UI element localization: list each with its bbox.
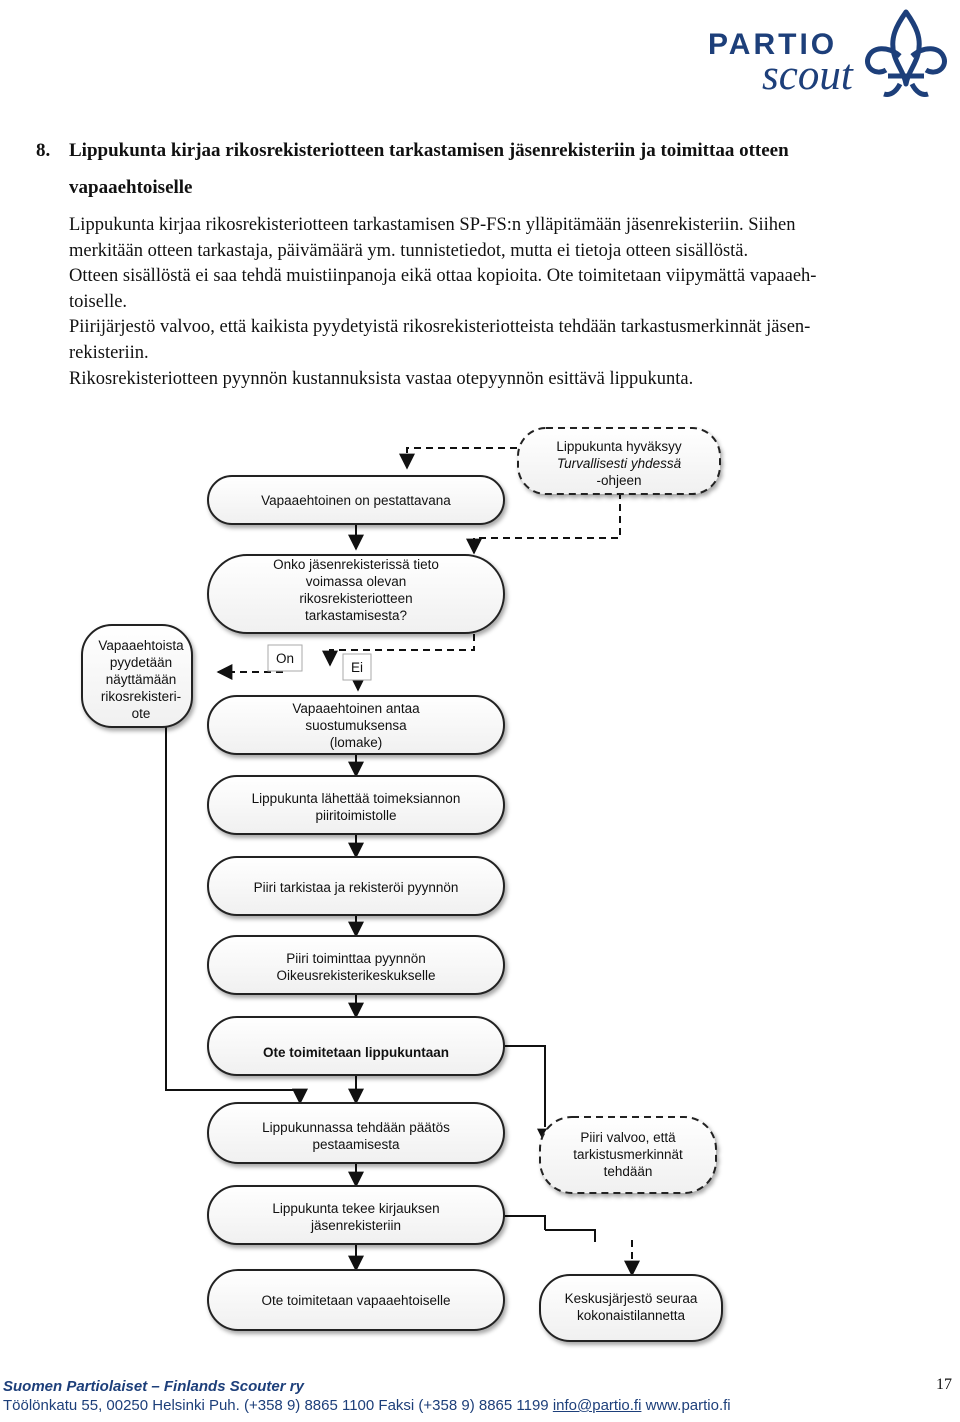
partio-scout-logo: PARTIO scout — [700, 6, 955, 101]
step-consent-line: suostumuksensa — [305, 718, 407, 733]
step-send-line: Lippukunta lähettää toimeksiannon — [252, 791, 461, 806]
decision-line: Onko jäsenrekisterissä tieto — [273, 557, 439, 572]
step-register-text: Piiri tarkistaa ja rekisteröi pyynnön — [254, 880, 459, 895]
note-request-line: Vapaaehtoista — [98, 638, 184, 653]
step-consent-line: (lomake) — [330, 735, 383, 750]
step-consent-line: Vapaaehtoinen antaa — [292, 701, 420, 716]
note-request-box — [81, 624, 193, 728]
note-approval-line: -ohjeen — [596, 473, 641, 488]
step-record-box — [207, 1185, 505, 1245]
note-approval-line: Turvallisesti yhdessä — [557, 456, 682, 471]
decision-line: rikosrekisteriotteen — [299, 591, 412, 606]
decision-line: voimassa olevan — [306, 574, 407, 589]
footer-address: Töölönkatu 55, 00250 Helsinki Puh. (+358… — [3, 1397, 549, 1414]
step-register-box — [207, 856, 505, 916]
connector — [500, 1215, 546, 1230]
logo-partio-text: PARTIO — [708, 28, 838, 61]
note-district-line: tehdään — [604, 1164, 653, 1179]
footer-email-link[interactable]: info@partio.fi — [552, 1397, 642, 1414]
body-text: Lippukunta kirjaa rikosrekisteriotteen t… — [69, 213, 954, 392]
step-decision-line: Lippukunnassa tehdään päätös — [262, 1120, 450, 1135]
label-no-box — [342, 653, 372, 681]
step-delivered-box — [207, 1016, 505, 1076]
label-no: Ei — [351, 660, 363, 675]
step-send-line: piiritoimistolle — [315, 808, 396, 823]
body-line: Lippukunta kirjaa rikosrekisteriotteen t… — [69, 215, 796, 235]
connector — [165, 726, 308, 1105]
step-delivered-text: Ote toimitetaan lippukuntaan — [263, 1045, 449, 1060]
section-number: 8. — [36, 140, 51, 161]
page-number: 17 — [936, 1376, 952, 1393]
step-record-line: jäsenrekisteriin — [310, 1218, 401, 1233]
section-title-line-2: vapaaehtoiselle — [69, 177, 193, 198]
dashed-connector — [399, 447, 517, 470]
note-central-line: kokonaistilannetta — [577, 1308, 686, 1323]
page-footer: Suomen Partiolaiset – Finlands Scouter r… — [3, 1378, 731, 1414]
step-forward-line: Oikeusrekisterikeskukselle — [276, 968, 435, 983]
footer-org: Suomen Partiolaiset – Finlands Scouter r… — [3, 1378, 304, 1395]
body-line: Rikosrekisteriotteen pyynnön kustannuksi… — [69, 368, 694, 389]
process-flowchart: Lippukunta hyväksyy Turvallisesti yhdess… — [81, 427, 723, 1342]
body-line: rekisteriin. — [69, 342, 149, 363]
step-final-text: Ote toimitetaan vapaaehtoiselle — [261, 1293, 450, 1308]
step-pestattavana-text: Vapaaehtoinen on pestattavana — [261, 493, 451, 508]
decision-line: tarkastamisesta? — [305, 608, 407, 623]
note-central-box — [539, 1274, 723, 1342]
footer-address-line: Töölönkatu 55, 00250 Helsinki Puh. (+358… — [3, 1397, 731, 1414]
step-record-line: Lippukunta tekee kirjauksen — [272, 1201, 439, 1216]
connector — [545, 1229, 596, 1242]
body-line: Otteen sisällöstä ei saa tehdä muistiinp… — [69, 266, 817, 287]
body-line: merkitään otteen tarkastaja, päivämäärä … — [69, 240, 749, 261]
step-pestattavana-box — [207, 475, 505, 525]
step-decision-line: pestaamisesta — [312, 1137, 400, 1152]
connector — [500, 1045, 546, 1120]
label-yes-box — [267, 644, 303, 672]
decision-box — [207, 554, 505, 634]
label-yes: On — [276, 651, 294, 666]
note-request-line: rikosrekisteri- — [101, 689, 181, 704]
fleur-de-lis-icon — [865, 9, 947, 97]
section-title-line-1: Lippukunta kirjaa rikosrekisteriotteen t… — [69, 140, 789, 161]
note-district-box — [539, 1116, 717, 1194]
note-central-line: Keskusjärjestö seuraa — [565, 1291, 698, 1306]
note-approval-box — [517, 427, 721, 495]
step-decision-box — [207, 1102, 505, 1164]
footer-web-link[interactable]: www.partio.fi — [645, 1397, 731, 1414]
note-district-line: tarkistusmerkinnät — [573, 1147, 683, 1162]
step-send-box — [207, 775, 505, 835]
note-request-line: ote — [132, 706, 151, 721]
body-line: toiselle. — [69, 291, 128, 312]
note-district-line: Piiri valvoo, että — [580, 1130, 676, 1145]
step-consent-box — [207, 695, 505, 755]
dashed-connector — [322, 634, 475, 667]
logo-scout-text: scout — [762, 52, 853, 99]
body-line: Piirijärjestö valvoo, että kaikista pyyd… — [69, 317, 811, 338]
step-forward-box — [207, 935, 505, 995]
note-request-line: pyydetään — [110, 655, 172, 670]
note-request-line: näyttämään — [106, 672, 177, 687]
note-approval-line: Lippukunta hyväksyy — [556, 439, 682, 454]
step-forward-line: Piiri toiminttaa pyynnön — [286, 951, 426, 966]
step-final-box — [207, 1269, 505, 1331]
